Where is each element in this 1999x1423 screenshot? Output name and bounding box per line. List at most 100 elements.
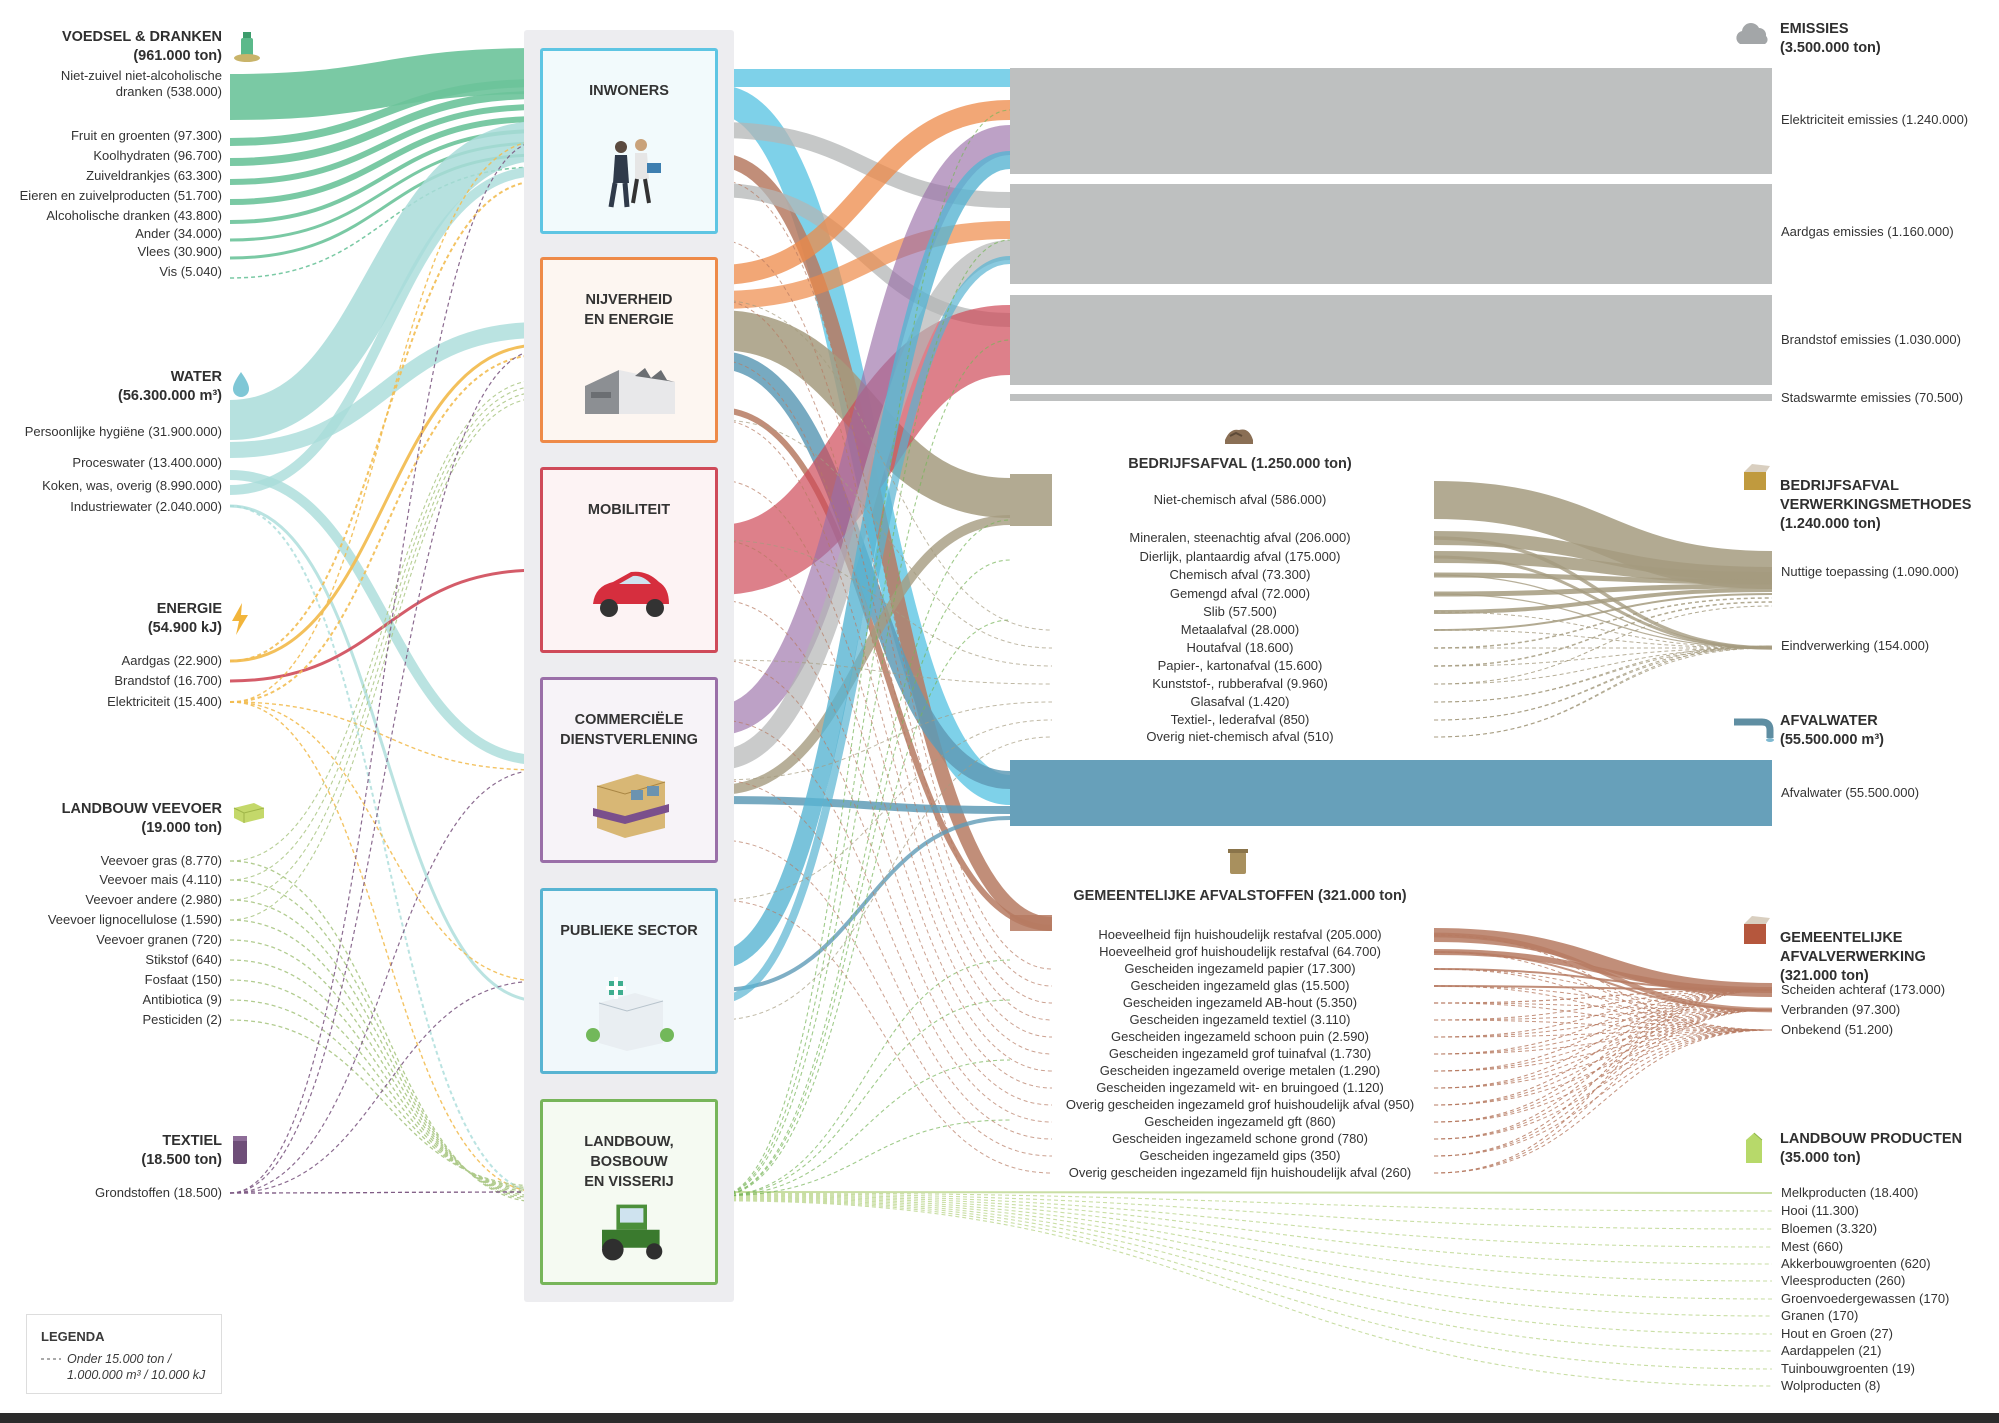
sector-bedrijfsafval-flow: [717, 719, 1053, 901]
gemeente-verwerking-flow: [1433, 989, 1773, 1106]
input-water-item: Persoonlijke hygiëne (31.900.000): [24, 424, 222, 439]
landbouw-product-flow: [717, 1197, 1773, 1317]
sector-nijverheid[interactable]: NIJVERHEID EN ENERGIE: [540, 257, 718, 443]
legend-title: LEGENDA: [41, 1329, 105, 1344]
sector-commercieel[interactable]: COMMERCIËLE DIENSTVERLENING: [540, 677, 718, 863]
landbouw-product-flow: [717, 1198, 1773, 1352]
gemeente-item: Overig gescheiden ingezameld fijn huisho…: [1068, 1165, 1412, 1180]
output-producten-item: Wolproducten (8): [1781, 1378, 1881, 1393]
gemeente-verwerking-flow: [1433, 989, 1773, 1004]
output-producten-item: Aardappelen (21): [1781, 1343, 1882, 1358]
lightning-icon: [232, 603, 248, 635]
publiek-flow: [717, 816, 1011, 992]
textile-flow: [229, 980, 541, 1194]
sector-title: MOBILITEIT: [587, 502, 671, 518]
output-bedrijfsverwerking-title: BEDRIJFSAFVAL VERWERKINGSMETHODES(1.240.…: [1780, 478, 1972, 532]
fabric-roll-icon: [233, 1136, 247, 1164]
sector-publiek[interactable]: PUBLIEKE SECTOR: [540, 888, 718, 1074]
sector-bedrijfsafval-flow: [717, 419, 1053, 649]
bedrijfsafval-item: Textiel-, lederafval (850): [1170, 712, 1310, 727]
gemeente-item: Gescheiden ingezameld schone grond (780): [1112, 1131, 1368, 1146]
gemeente-verwerking-flow: [1433, 934, 1773, 1031]
bedrijfsafval-item: Gemengd afval (72.000): [1169, 586, 1311, 601]
footer-bar: [0, 1413, 1999, 1423]
output-producten-item: Bloemen (3.320): [1781, 1221, 1878, 1236]
input-water-item: Industriewater (2.040.000): [70, 499, 222, 514]
landbouw-product-flow: [717, 1191, 1773, 1194]
textile-flow: [229, 140, 541, 1194]
landbouw-flow: [717, 1059, 1011, 1197]
gemeente-verwerking-flow: [1433, 1009, 1773, 1072]
output-gemeenteverwerking-title: GEMEENTELIJKE AFVALVERWERKING(321.000 to…: [1780, 930, 1926, 984]
water-flow: [229, 505, 541, 1193]
gemeente-verwerking-flow: [1433, 989, 1773, 1089]
sector-mobiliteit[interactable]: MOBILITEIT: [540, 467, 718, 653]
gemeente-item: Overig gescheiden ingezameld grof huisho…: [1065, 1097, 1415, 1112]
sector-gemeente-flow: [717, 239, 1053, 987]
sector-inwoners[interactable]: INWONERS: [540, 48, 718, 234]
bedrijfsafval-title: BEDRIJFSAFVAL (1.250.000 ton): [1128, 456, 1352, 472]
bedrijfsafval-verwerking-flow: [1433, 588, 1773, 614]
input-feed-item: Veevoer andere (2.980): [85, 892, 222, 907]
input-food-item: Koolhydraten (96.700): [93, 148, 222, 163]
output-producten-item: Vleesproducten (260): [1781, 1273, 1906, 1288]
factory-icon: [585, 368, 675, 414]
output-producten-item: Melkproducten (18.400): [1781, 1185, 1919, 1200]
commercieel-flow: [716, 125, 1012, 735]
bedrijfsafval-item: Niet-chemisch afval (586.000): [1153, 492, 1327, 507]
gemeente-verwerking-flow: [1433, 985, 1773, 1031]
bedrijfsafval-verwerking-flow: [1433, 647, 1773, 685]
output-emissies-title: EMISSIES(3.500.000 ton): [1780, 21, 1881, 56]
bedrijfsafval-verwerking-flow: [1433, 583, 1773, 597]
gemeente-verwerking-flow: [1433, 989, 1773, 1123]
sector-title: INWONERS: [589, 83, 669, 99]
gemeente-verwerking-flow: [1433, 985, 1773, 991]
people-icon: [608, 139, 661, 208]
landbouw-product-flow: [717, 1197, 1773, 1335]
gemeente-verwerking-flow: [1433, 1009, 1773, 1140]
emissies-band-elektriciteit: [1010, 68, 1772, 174]
input-food-item: Vis (5.040): [159, 264, 222, 279]
input-feed-item: Veevoer lignocellulose (1.590): [47, 912, 222, 927]
input-food-item: Fruit en groenten (97.300): [70, 128, 222, 143]
waste-pile-icon: [1225, 429, 1253, 444]
sector-gemeente-flow: [717, 719, 1053, 1123]
bedrijfsafval-item: Metaalafval (28.000): [1180, 622, 1300, 637]
landbouw-product-flow: [717, 1199, 1773, 1370]
gemeente-verwerking-flow: [1433, 989, 1773, 1021]
input-energy-title: ENERGIE(54.900 kJ): [147, 601, 222, 636]
input-food-item: Eieren en zuivelproducten (51.700): [19, 188, 222, 203]
gemeente-verwerking-flow: [1433, 1009, 1773, 1157]
output-afvalwater-item: Afvalwater (55.500.000): [1781, 785, 1920, 800]
nijverheid-flow: [717, 100, 1011, 285]
output-producten-item: Hooi (11.300): [1781, 1203, 1859, 1218]
water-flow: [228, 121, 542, 440]
landbouw-flow: [717, 339, 1011, 1197]
bedrijfsafval-verwerking-flow: [1433, 645, 1773, 738]
food-flow: [229, 91, 541, 166]
food-flow: [229, 79, 541, 146]
input-water-item: Koken, was, overig (8.990.000): [42, 478, 222, 493]
gemeente-item: Gescheiden ingezameld schoon puin (2.590…: [1110, 1029, 1369, 1044]
car-icon: [593, 571, 669, 617]
gemeente-verwerking-flow: [1433, 989, 1773, 1140]
output-gemeenteverwerking-item: Onbekend (51.200): [1781, 1022, 1894, 1037]
feed-flow: [229, 999, 541, 1189]
bedrijfsafval-verwerking-flow: [1433, 597, 1773, 649]
gemeente-item: Gescheiden ingezameld wit- en bruingoed …: [1096, 1080, 1384, 1095]
feed-flow: [229, 385, 541, 881]
bedrijfsafval-item: Glasafval (1.420): [1190, 694, 1290, 709]
landbouw-flow: [717, 619, 1011, 1197]
hay-bale-icon: [233, 803, 265, 823]
sector-gemeente-flow: [717, 899, 1053, 1174]
gemeente-verwerking-flow: [1433, 1002, 1773, 1011]
input-food-item: Zuiveldrankjes (63.300): [86, 168, 222, 183]
feed-flow: [229, 391, 541, 901]
water-flow: [229, 166, 541, 495]
sector-gemeente-flow: [717, 299, 1053, 1004]
bedrijfsafval-verwerking-flow: [1433, 647, 1773, 667]
sector-landbouw[interactable]: LANDBOUW, BOSBOUW EN VISSERIJ: [540, 1099, 718, 1285]
landbouw-flow: [717, 559, 1011, 1197]
landbouw-product-flow: [717, 1196, 1773, 1300]
water-drop-icon: [233, 372, 249, 397]
